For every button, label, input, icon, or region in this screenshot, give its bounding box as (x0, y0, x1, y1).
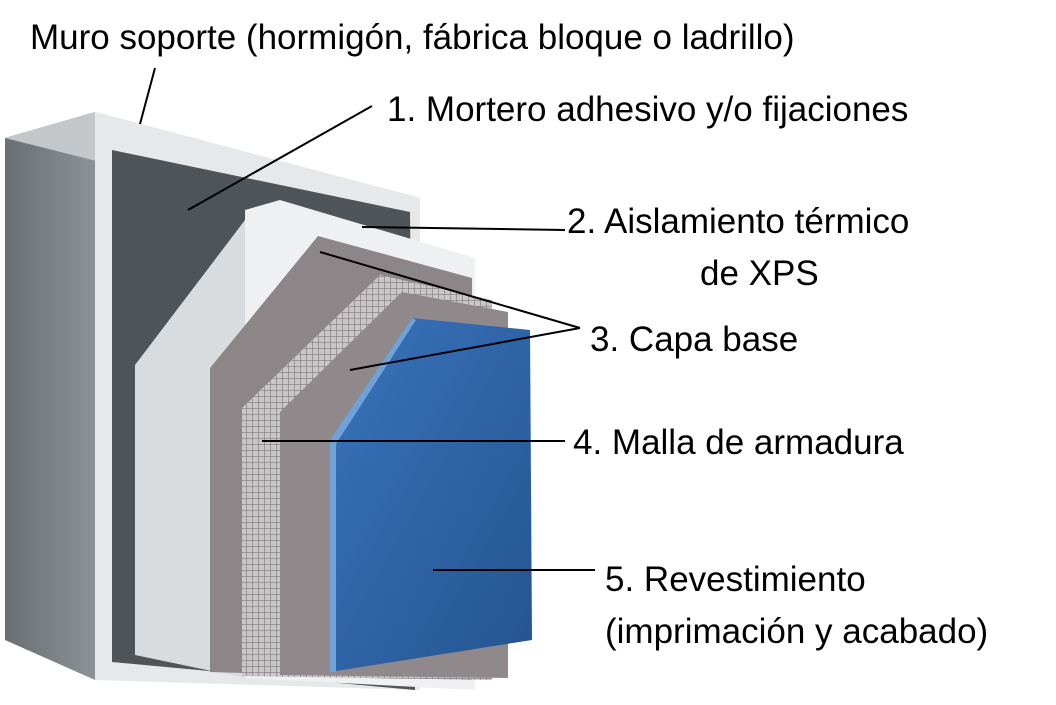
leader-base-coat-b (349, 327, 581, 371)
support-wall-label: Muro soporte (hormigón, fábrica bloque o… (30, 18, 795, 57)
leader-insulation (361, 226, 566, 231)
base-coat-label: 3. Capa base (590, 320, 799, 359)
finish-label: 5. Revestimiento (605, 560, 866, 599)
finish-label-line2: (imprimación y acabado) (605, 612, 989, 651)
insulation-label: 2. Aislamiento térmico (567, 202, 910, 241)
mesh-label: 4. Malla de armadura (573, 423, 904, 462)
leader-base-coat-a (319, 251, 581, 329)
leader-support-wall (139, 67, 156, 125)
leader-adhesive (187, 105, 373, 211)
insulation-label-line2: de XPS (700, 254, 819, 293)
support-wall-side (5, 112, 95, 680)
finish-layer (330, 318, 532, 672)
leader-lines (139, 67, 595, 571)
adhesive-label: 1. Mortero adhesivo y/o fijaciones (387, 90, 909, 129)
